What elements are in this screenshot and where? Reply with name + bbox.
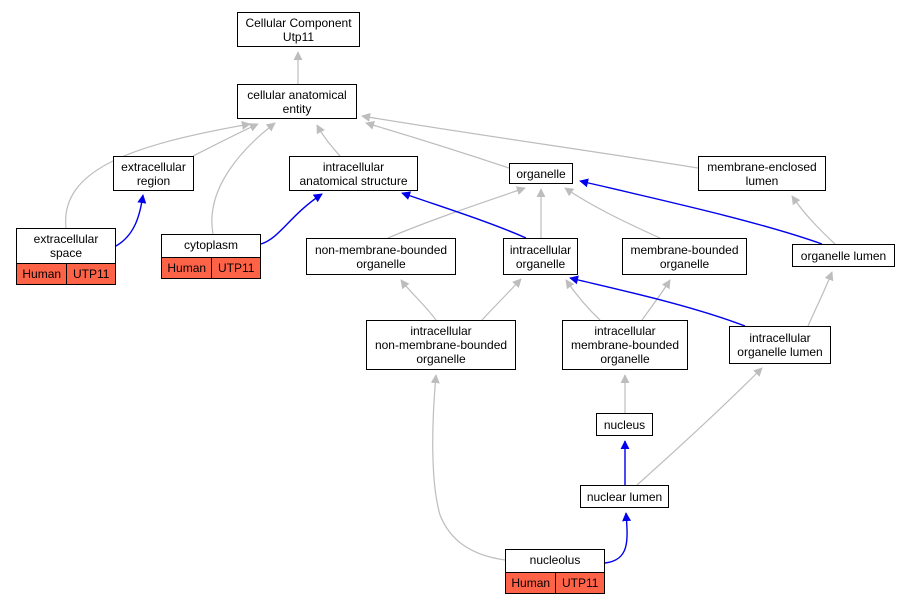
edge-io-to-ias: [401, 191, 527, 239]
node-label-line: organelle lumen: [737, 345, 823, 359]
node-label-line: space: [49, 246, 83, 260]
node-label-line: membrane-enclosed: [707, 159, 817, 174]
node-label-line: intracellular: [509, 242, 572, 257]
node-label-line: membrane-bounded: [630, 242, 739, 257]
edge-inmbo-to-io: [481, 278, 522, 321]
node-label-line: intracellular: [410, 324, 472, 338]
edge-cytoplasm-to-cae: [211, 122, 276, 235]
node-label-line: intracellular: [322, 159, 385, 174]
node-label-line: organelle: [516, 166, 566, 181]
node-label-line: organelle: [416, 352, 466, 366]
edge-imbo-to-io: [565, 279, 601, 321]
species-tag: Human: [162, 258, 212, 278]
edge-extracellular_space-to-cae: [65, 120, 251, 229]
gene-tag: UTP11: [555, 573, 604, 593]
node-label-line: lumen: [745, 173, 779, 188]
node-organelle[interactable]: organelle: [509, 163, 573, 184]
edge-mel-to-cae: [361, 112, 699, 169]
node-label-line: non-membrane-bounded: [314, 242, 448, 257]
node-label-line: organelle: [356, 256, 406, 271]
edge-extracellular_space-to-extracellular_region: [115, 194, 147, 247]
node-label-line: anatomical structure: [299, 173, 408, 188]
node-label-line: intracellular: [749, 331, 811, 345]
node-label-line: Utp11: [282, 29, 315, 44]
edge-ol-to-mel: [791, 195, 836, 245]
node-label-line: entity: [282, 101, 312, 116]
edge-iol-to-io: [569, 275, 746, 327]
species-tag: Human: [506, 573, 556, 593]
node-label-line: nucleus: [603, 417, 646, 432]
edge-cytoplasm-to-ias: [260, 193, 323, 245]
node-label-line: organelle: [659, 256, 710, 271]
node-label-line: intracellular: [594, 324, 656, 338]
node-label-line: membrane-bounded: [570, 338, 680, 352]
node-label-line: organelle: [515, 256, 566, 271]
edge-mbo-to-organelle: [564, 187, 661, 239]
edge-nucleolus-to-nuclear_lumen: [604, 512, 632, 564]
edge-extracellular_region-to-cae: [192, 123, 259, 157]
edge-nuclear_lumen-to-iol: [636, 367, 763, 486]
gene-tag: UTP11: [211, 258, 260, 278]
node-label-line: extracellular: [33, 232, 99, 246]
node-label-line: Cellular Component: [245, 15, 352, 30]
species-tag: Human: [17, 264, 67, 284]
node-organelle-lumen[interactable]: organelle lumen: [792, 244, 895, 267]
node-label-line: extracellular: [121, 159, 186, 174]
edge-ol-to-organelle: [579, 178, 823, 245]
node-label-line: organelle lumen: [800, 248, 887, 263]
node-label-line: nucleolus: [529, 553, 581, 567]
edge-nucleolus-to-inmbo: [430, 374, 506, 561]
edge-inmbo-to-nmbo: [400, 279, 437, 321]
edge-imbo-to-mbo: [641, 279, 671, 321]
edge-ias-to-cae: [316, 124, 341, 157]
node-label-line: cytoplasm: [183, 238, 239, 252]
gene-tag: UTP11: [66, 264, 115, 284]
node-label-line: organelle: [600, 352, 650, 366]
node-label-line: region: [136, 173, 171, 188]
node-nucleus[interactable]: nucleus: [596, 413, 653, 436]
node-label-line: nuclear lumen: [586, 489, 663, 504]
edge-nmbo-to-organelle: [387, 186, 526, 239]
node-label-line: non-membrane-bounded: [374, 338, 508, 352]
node-nuclear-lumen[interactable]: nuclear lumen: [580, 485, 669, 508]
edge-organelle-to-cae: [365, 120, 510, 169]
edge-iol-to-ol: [807, 271, 834, 327]
node-label-line: cellular anatomical: [247, 87, 347, 102]
